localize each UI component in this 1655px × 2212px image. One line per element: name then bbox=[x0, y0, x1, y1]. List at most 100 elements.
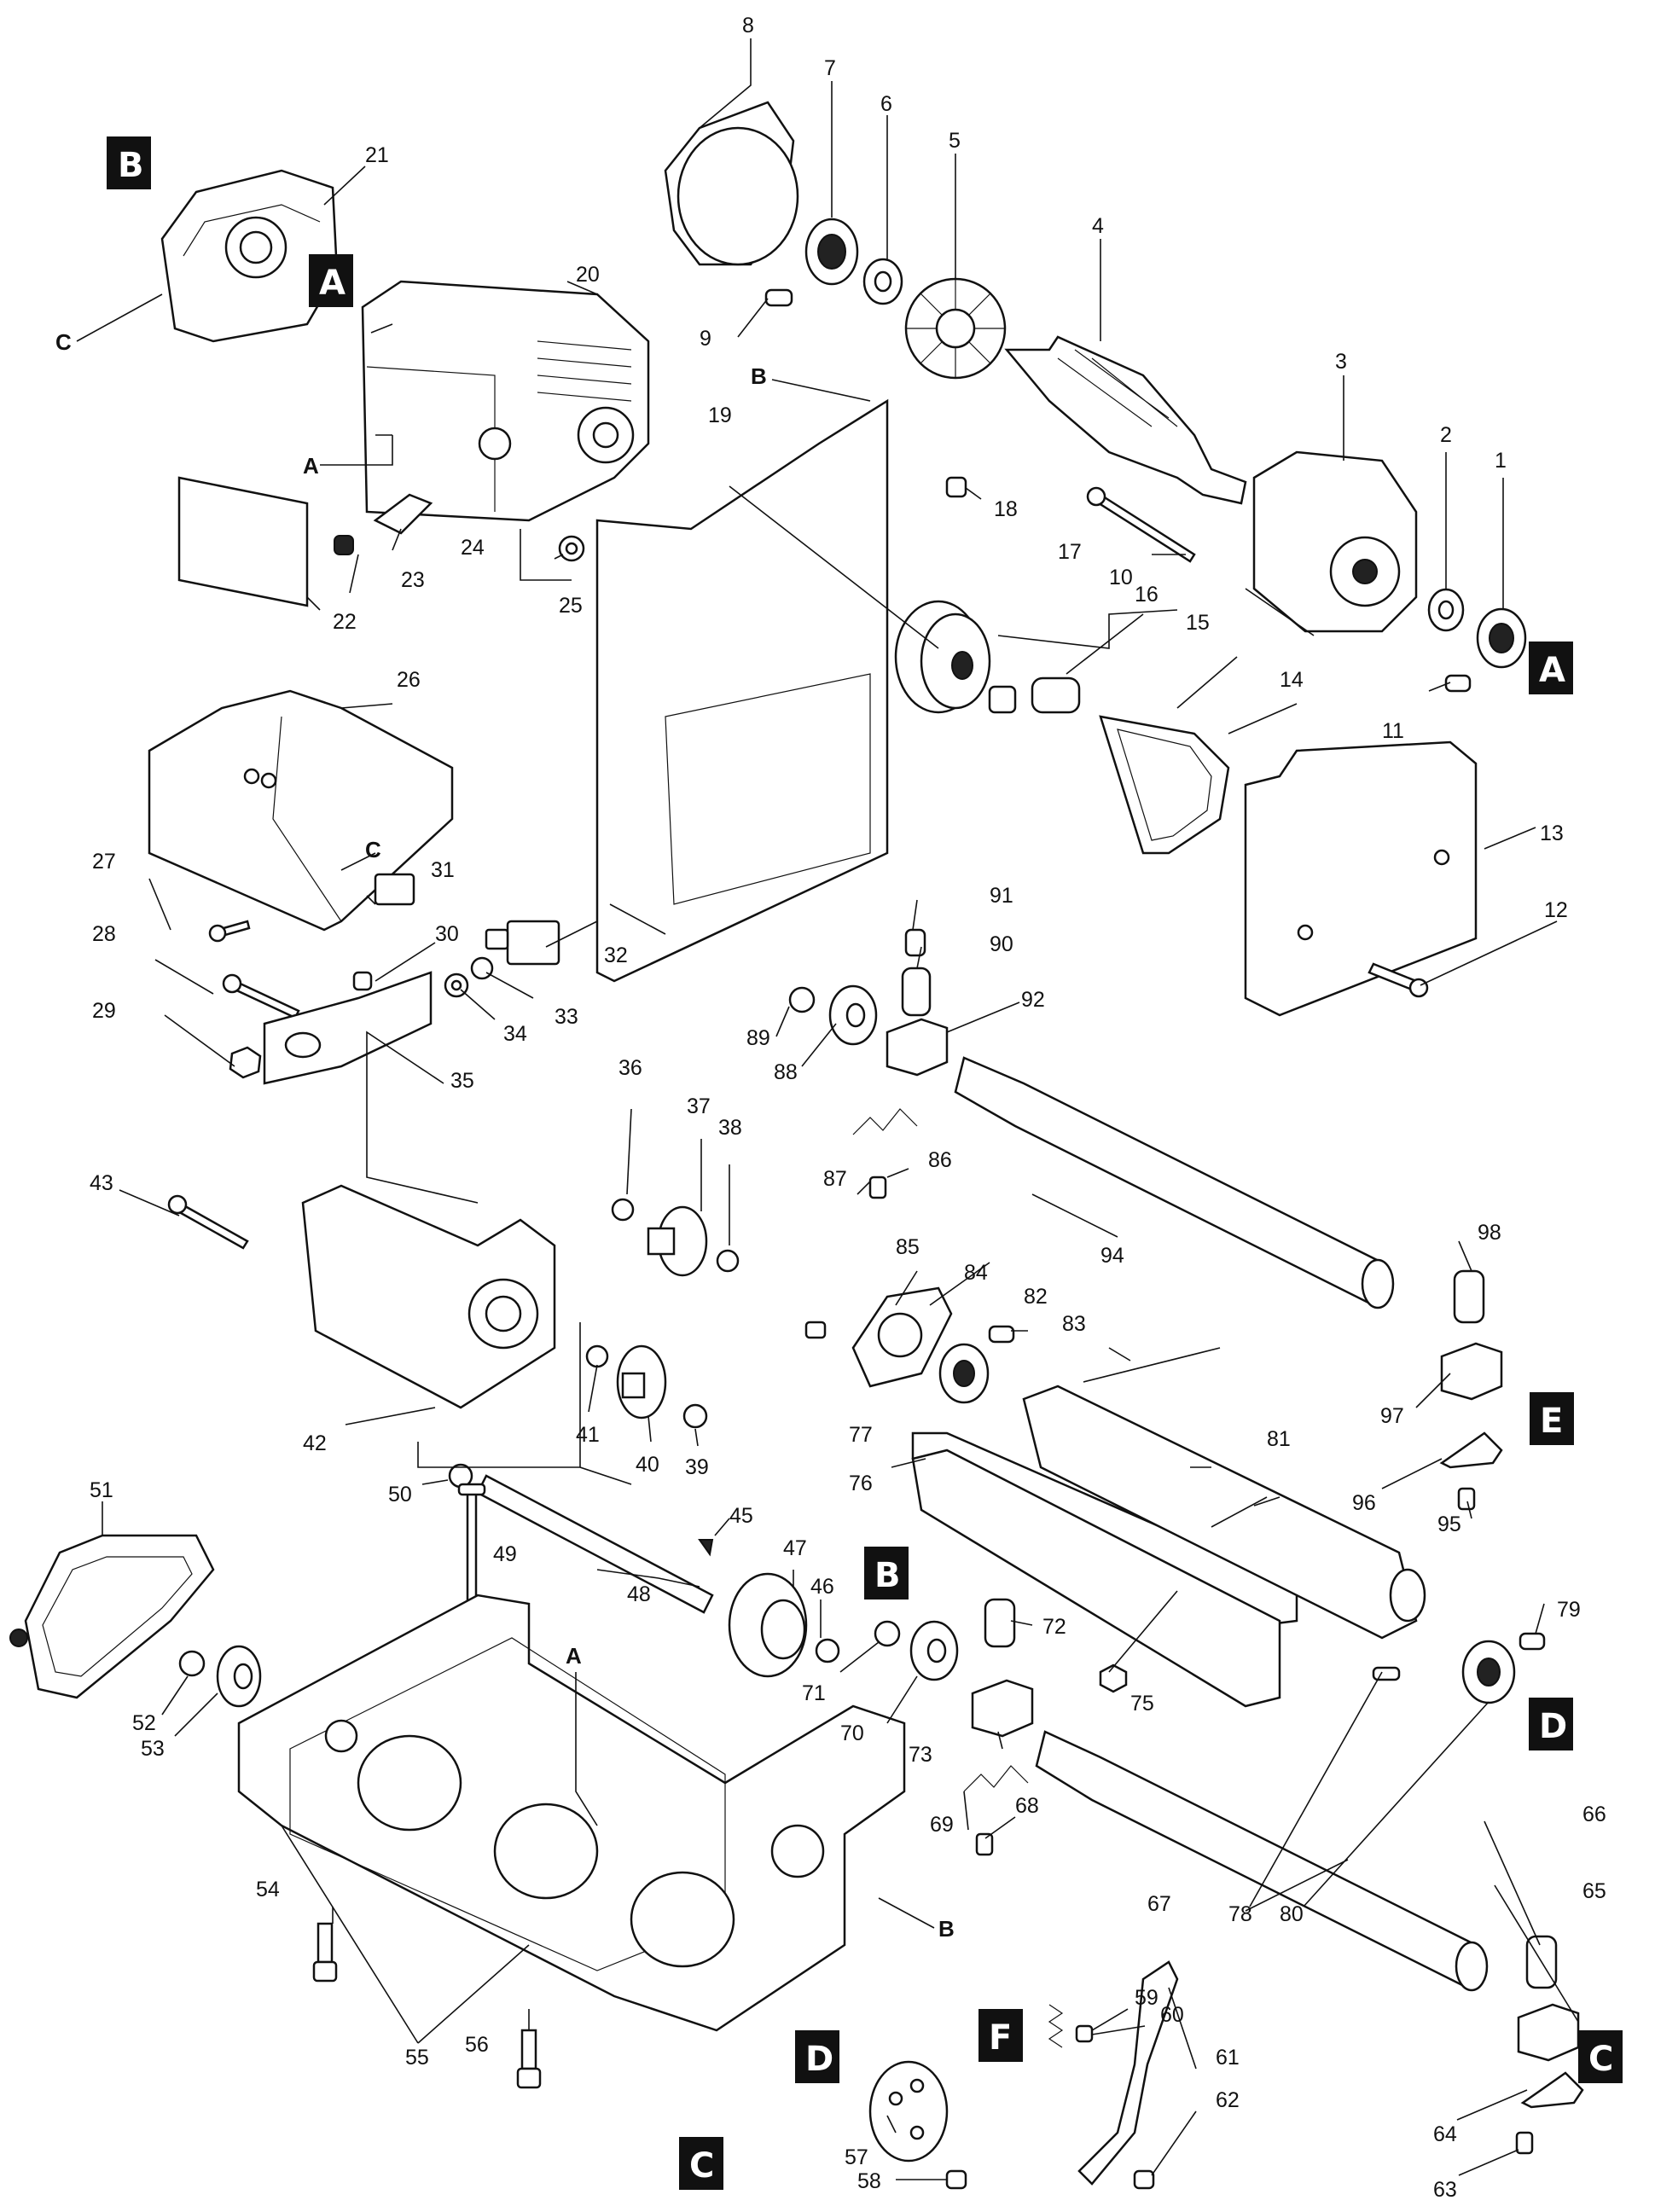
part-label-41: 41 bbox=[576, 1423, 600, 1447]
part-6-washer bbox=[862, 258, 903, 305]
part-label-43: 43 bbox=[90, 1171, 113, 1195]
part-label-83: 83 bbox=[1062, 1312, 1086, 1336]
part-28-bolt bbox=[222, 973, 300, 1019]
part-label-36: 36 bbox=[618, 1056, 642, 1080]
part-90-spring bbox=[901, 967, 932, 1017]
part-label-71: 71 bbox=[802, 1681, 826, 1705]
part-91-spring bbox=[904, 928, 926, 957]
part-label-78: 78 bbox=[1228, 1902, 1252, 1926]
part-41-washer bbox=[585, 1344, 609, 1368]
part-label-88: 88 bbox=[774, 1060, 798, 1084]
part-84-bearing-holder bbox=[851, 1286, 953, 1388]
part-39-washer bbox=[682, 1403, 708, 1429]
part-label-14: 14 bbox=[1280, 668, 1304, 692]
part-label-32: 32 bbox=[604, 943, 628, 967]
part-label-64: 64 bbox=[1433, 2122, 1457, 2146]
part-5-fan bbox=[904, 277, 1007, 380]
part-56-screw bbox=[516, 2029, 542, 2089]
part-29-nut bbox=[229, 1046, 262, 1079]
part-59-spring bbox=[1048, 2004, 1064, 2048]
part-1-ball-bearing bbox=[1476, 607, 1527, 669]
part-label-79: 79 bbox=[1557, 1598, 1581, 1622]
part-20-motor-housing bbox=[361, 280, 650, 522]
part-60-screw bbox=[1075, 2024, 1094, 2043]
part-label-81: 81 bbox=[1267, 1427, 1291, 1451]
part-78-pin bbox=[1372, 1666, 1401, 1681]
part-label-26: 26 bbox=[397, 668, 421, 692]
part-62-screw bbox=[1133, 2169, 1155, 2190]
part-label-1: 1 bbox=[1495, 449, 1507, 473]
part-40-gear bbox=[616, 1344, 667, 1420]
part-label-45: 45 bbox=[729, 1504, 753, 1528]
svg-text:C: C bbox=[689, 2146, 714, 2186]
tag-e-right: E bbox=[1530, 1392, 1574, 1445]
part-52-retaining-ring bbox=[178, 1650, 206, 1677]
svg-text:E: E bbox=[1540, 1402, 1563, 1441]
part-63-screw bbox=[1515, 2131, 1534, 2155]
part-13-belt-cover bbox=[1244, 740, 1478, 1017]
part-label-76: 76 bbox=[849, 1472, 873, 1495]
part-58-screw bbox=[945, 2169, 967, 2190]
part-53-sprocket bbox=[216, 1645, 262, 1708]
part-label-3: 3 bbox=[1335, 350, 1347, 374]
part-94-feed-roller bbox=[954, 1056, 1395, 1309]
tag-a-top: A bbox=[309, 254, 353, 307]
part-label-54: 54 bbox=[256, 1878, 280, 1901]
part-11-pin bbox=[1444, 674, 1472, 693]
part-label-20: 20 bbox=[576, 263, 600, 287]
part-label-18: 18 bbox=[994, 497, 1018, 521]
part-label-19: 19 bbox=[708, 404, 732, 427]
ref-letter-b-base: B bbox=[938, 1916, 955, 1942]
part-35-bracket bbox=[263, 971, 433, 1085]
part-label-92: 92 bbox=[1021, 988, 1045, 1012]
part-label-91: 91 bbox=[990, 884, 1013, 908]
part-label-47: 47 bbox=[783, 1536, 807, 1560]
part-label-69: 69 bbox=[930, 1813, 954, 1837]
svg-text:A: A bbox=[1539, 651, 1565, 690]
part-label-65: 65 bbox=[1582, 1879, 1606, 1903]
part-17-pulley bbox=[894, 600, 991, 714]
part-71-retaining-ring bbox=[874, 1620, 901, 1647]
part-37-gear bbox=[647, 1205, 708, 1277]
part-8-fan-baffle bbox=[664, 101, 799, 266]
part-label-61: 61 bbox=[1216, 2046, 1240, 2070]
part-30-screw bbox=[352, 971, 373, 991]
part-label-2: 2 bbox=[1440, 423, 1452, 447]
part-3-field bbox=[1252, 450, 1418, 633]
tag-d-bottom: D bbox=[795, 2030, 839, 2083]
part-55-base bbox=[237, 1594, 906, 2032]
part-label-90: 90 bbox=[990, 932, 1013, 956]
part-42-gearbox bbox=[301, 1184, 556, 1409]
part-54-screw bbox=[312, 1922, 338, 1983]
part-label-62: 62 bbox=[1216, 2088, 1240, 2112]
part-label-94: 94 bbox=[1100, 1244, 1124, 1268]
part-label-59: 59 bbox=[1135, 1986, 1158, 2010]
part-label-82: 82 bbox=[1024, 1285, 1048, 1309]
part-81-cutter-block bbox=[1022, 1385, 1426, 1640]
part-70-sprocket bbox=[909, 1620, 959, 1681]
part-27-screw bbox=[208, 920, 251, 943]
part-45-key bbox=[698, 1539, 714, 1557]
part-65-block bbox=[1517, 2003, 1580, 2062]
part-label-37: 37 bbox=[687, 1094, 711, 1118]
part-88-sprocket bbox=[828, 984, 878, 1046]
part-25-washer bbox=[558, 535, 585, 562]
part-label-66: 66 bbox=[1582, 1803, 1606, 1826]
part-57-flange bbox=[868, 2060, 949, 2163]
part-label-52: 52 bbox=[132, 1711, 156, 1735]
part-label-35: 35 bbox=[450, 1069, 474, 1093]
part-73-block bbox=[971, 1679, 1034, 1738]
part-19-side-plate bbox=[595, 398, 889, 983]
part-label-67: 67 bbox=[1147, 1892, 1171, 1916]
part-87-spring-plate bbox=[852, 1108, 918, 1135]
part-31-switch bbox=[374, 873, 415, 906]
part-label-51: 51 bbox=[90, 1478, 113, 1502]
part-82-pin bbox=[988, 1325, 1015, 1344]
tag-c-right: C bbox=[1578, 2030, 1623, 2083]
part-51-chain bbox=[9, 1534, 215, 1699]
part-43-bolt bbox=[167, 1194, 249, 1250]
part-label-11: 11 bbox=[1382, 719, 1404, 743]
part-32-switch-block bbox=[485, 920, 560, 966]
part-69-spring-plate bbox=[963, 1765, 1029, 1792]
part-label-31: 31 bbox=[431, 858, 455, 882]
